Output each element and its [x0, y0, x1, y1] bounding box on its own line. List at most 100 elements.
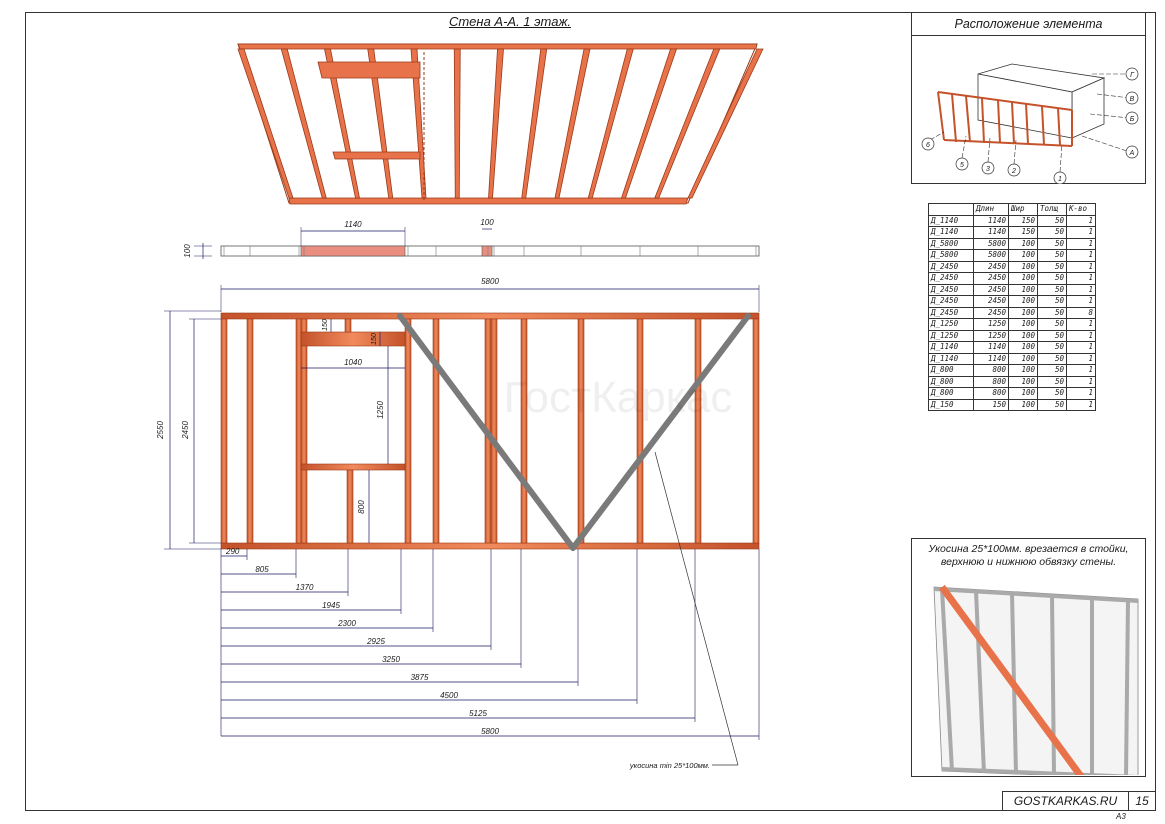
spec-cell: 2450: [973, 295, 1009, 308]
spec-header-cell: К-во: [1066, 203, 1096, 216]
spec-cell: 100: [1008, 260, 1038, 273]
spec-cell: 1140: [973, 341, 1009, 354]
stud: [300, 318, 308, 544]
spec-cell: 100: [1008, 318, 1038, 331]
spec-cell: 800: [973, 375, 1009, 388]
spec-cell: 50: [1037, 249, 1067, 262]
spec-cell: 50: [1037, 283, 1067, 296]
location-3d-house: Г В Б А 6 5 3 2 1: [921, 63, 1139, 185]
dim-height-inner: 2450: [181, 421, 190, 440]
stud: [636, 318, 644, 544]
brace-note: укосина min 25*100мм.: [629, 761, 710, 770]
spec-cell: 150: [973, 398, 1009, 411]
spec-cell: 1: [1066, 341, 1096, 354]
axis-label-g: Г: [1130, 72, 1135, 79]
spec-cell: 150: [1008, 214, 1038, 227]
brace-caption-line1: Укосина 25*100мм. врезается в стойки,: [928, 543, 1129, 555]
spec-cell: 1: [1066, 329, 1096, 342]
chain-dim-label: 3250: [382, 655, 400, 664]
spec-cell: 1250: [973, 329, 1009, 342]
brace-right: [570, 313, 751, 551]
dim-total-length: 5800: [481, 277, 499, 286]
spec-cell: 800: [973, 364, 1009, 377]
spec-cell: 1: [1066, 318, 1096, 331]
spec-cell: Д_2450: [928, 283, 974, 296]
axis-label-v: В: [1130, 96, 1135, 103]
sheet-frame: [25, 12, 1156, 811]
spec-cell: 1: [1066, 352, 1096, 365]
spec-cell: 100: [1008, 295, 1038, 308]
stamp-page: 15: [1135, 794, 1149, 808]
chain-dim-label: 2300: [337, 619, 356, 628]
axis-label-5: 5: [960, 162, 964, 169]
persp-stud: [367, 48, 394, 199]
dim-lintel-a: 150: [322, 319, 329, 331]
spec-header-cell: Толщ: [1037, 203, 1067, 216]
spec-cell: 50: [1037, 260, 1067, 273]
spec-cell: Д_1140: [928, 214, 974, 227]
spec-cell: 100: [1008, 341, 1038, 354]
dim-opening-width: 1040: [344, 358, 362, 367]
persp-stud: [488, 48, 504, 199]
stud: [694, 318, 702, 544]
title-stamp: GOSTKARKAS.RU 15: [1002, 791, 1156, 811]
window-sill: [300, 463, 406, 471]
spec-cell: 50: [1037, 306, 1067, 319]
spec-cell: Д_2450: [928, 295, 974, 308]
brace-panel: Укосина 25*100мм. врезается в стойки, ве…: [911, 538, 1146, 777]
location-panel-title: Расположение элемента: [912, 13, 1145, 36]
stud: [752, 318, 760, 544]
location-panel: Расположение элемента: [911, 12, 1146, 185]
dim-plan-opening: 1140: [344, 220, 362, 229]
axis-label-6: 6: [926, 142, 930, 149]
spec-cell: 50: [1037, 272, 1067, 285]
spec-cell: 1: [1066, 260, 1096, 273]
axis-label-a: А: [1129, 150, 1135, 157]
persp-stud: [587, 48, 634, 199]
spec-cell: Д_1140: [928, 352, 974, 365]
spec-cell: 8: [1066, 306, 1096, 319]
spec-cell: Д_1250: [928, 318, 974, 331]
dim-plan-width: 100: [183, 244, 192, 258]
spec-cell: 50: [1037, 214, 1067, 227]
cripple-stud: [344, 318, 352, 333]
chain-dim-label: 1945: [322, 601, 340, 610]
spec-cell: 1: [1066, 375, 1096, 388]
spec-cell: 800: [973, 387, 1009, 400]
spec-header-cell: Длин: [973, 203, 1009, 216]
spec-cell: 50: [1037, 352, 1067, 365]
chain-dim-label: 4500: [440, 691, 458, 700]
dim-opening-height: 1250: [376, 401, 385, 419]
spec-cell: 100: [1008, 398, 1038, 411]
wall-plan-strip: [194, 227, 760, 259]
axis-label-2: 2: [1011, 168, 1016, 175]
spec-cell: 1250: [973, 318, 1009, 331]
spec-cell: Д_150: [928, 398, 974, 411]
spec-cell: 50: [1037, 398, 1067, 411]
spec-cell: 5800: [973, 249, 1009, 262]
window-header: [300, 331, 406, 347]
axis-label-b: Б: [1130, 116, 1135, 123]
spec-cell: Д_800: [928, 364, 974, 377]
bottom-plate: [220, 542, 760, 550]
spec-cell: 100: [1008, 283, 1038, 296]
spec-cell: 2450: [973, 283, 1009, 296]
spec-cell: 50: [1037, 387, 1067, 400]
spec-cell: 2450: [973, 306, 1009, 319]
spec-cell: 50: [1037, 375, 1067, 388]
spec-cell: Д_1250: [928, 329, 974, 342]
spec-cell: Д_2450: [928, 272, 974, 285]
brace-leader: [654, 451, 739, 766]
spec-cell: 5800: [973, 237, 1009, 250]
stud: [220, 318, 228, 544]
top-plate: [220, 312, 760, 320]
